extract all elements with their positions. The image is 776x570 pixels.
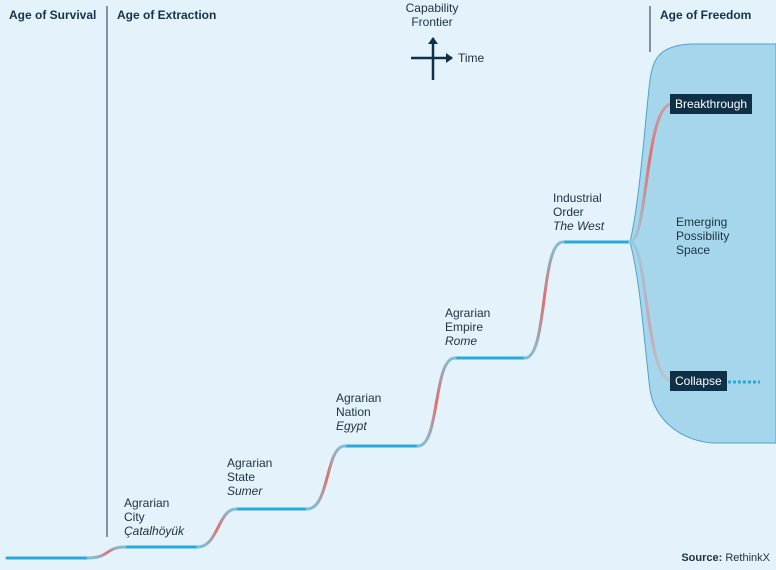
transition-industrial [523,240,565,360]
transition-nation [305,444,347,511]
source-label: Source: [681,552,723,564]
stage-state-type2: State [227,470,256,484]
stage-nation-type1: Agrarian [336,391,382,405]
legend-y-label: Capability Frontier [405,1,459,29]
source-value: RethinkX [725,552,770,564]
age-extraction-label: Age of Extraction [117,8,217,22]
transitions [86,240,565,560]
stage-state-label: Agrarian State Sumer [227,456,272,498]
source-credit: Source: RethinkX [681,552,770,564]
stage-industrial-example: The West [553,219,605,233]
stage-state-type1: Agrarian [227,456,273,470]
transition-empire [416,356,457,448]
legend-x-label: Time [458,51,485,65]
branch-collapse [628,240,674,383]
stage-empire-type1: Agrarian [445,306,491,320]
possibility-line2: Possibility [676,229,730,243]
age-survival-label: Age of Survival [9,8,97,22]
stage-nation-label: Agrarian Nation Egypt [336,391,381,433]
stage-industrial-type2: Order [553,205,584,219]
breakthrough-box: Breakthrough [670,94,753,114]
collapse-box: Collapse [670,371,727,391]
age-freedom-label: Age of Freedom [660,8,752,22]
branch-breakthrough [628,102,674,244]
stage-empire-example: Rome [445,334,478,348]
stage-state-example: Sumer [227,484,263,498]
stage-city-type2: City [124,510,145,524]
transition-state [196,507,238,549]
stage-city-example: Çatalhöyük [124,524,185,538]
stage-city-label: Agrarian City Çatalhöyük [124,496,184,538]
stage-nation-type2: Nation [336,405,371,419]
stage-industrial-label: Industrial Order The West [553,191,604,233]
possibility-line1: Emerging [676,215,728,229]
transition-city [86,545,127,560]
stage-empire-type2: Empire [445,320,484,334]
legend-cross-icon [411,37,453,80]
possibility-space-label: Emerging Possibility Space [676,215,729,257]
plateaus [5,240,632,560]
possibility-space [629,43,776,444]
stage-empire-label: Agrarian Empire Rome [445,306,490,348]
possibility-line3: Space [676,243,711,257]
stage-industrial-type1: Industrial [553,191,602,205]
stage-nation-example: Egypt [336,419,367,433]
stage-city-type1: Agrarian [124,496,170,510]
